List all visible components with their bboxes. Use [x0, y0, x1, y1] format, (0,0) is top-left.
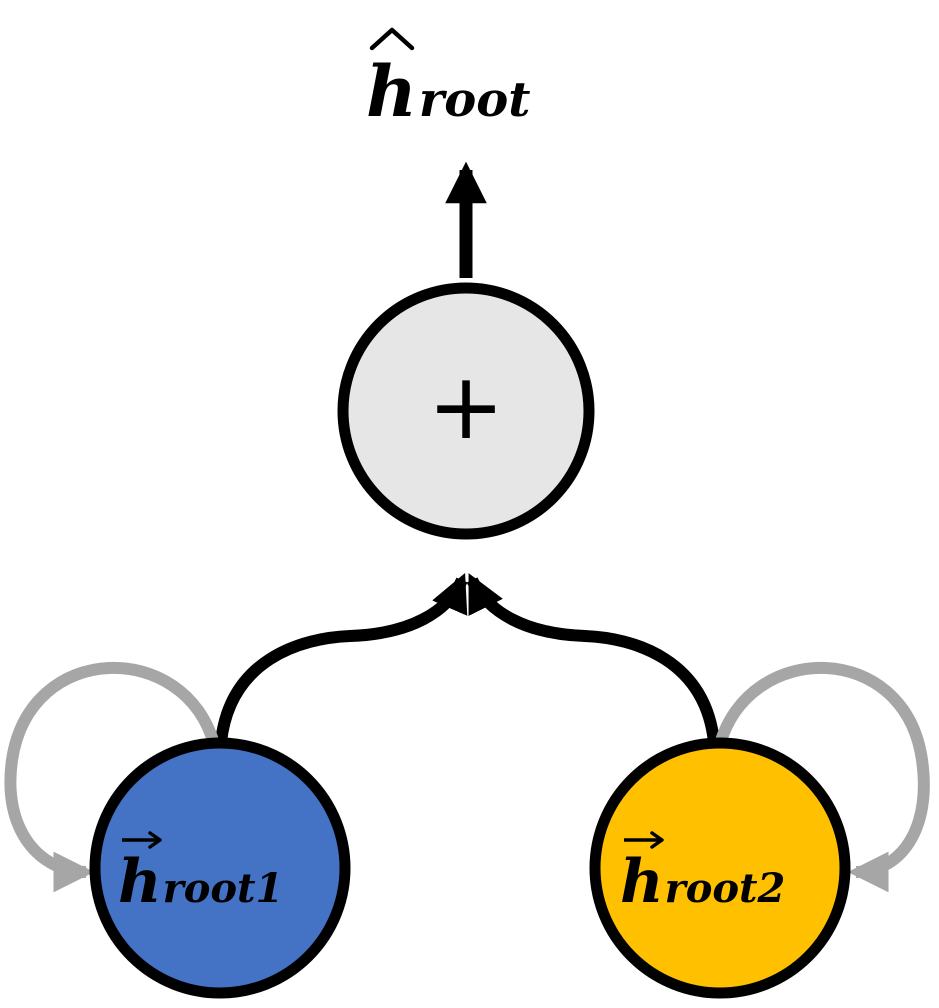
output-label-text: hroot	[366, 50, 530, 133]
right-node-label: hroot2	[620, 847, 785, 917]
left-node-circle	[89, 737, 351, 999]
self-loop-left	[4, 662, 220, 893]
sum-operator: +	[427, 353, 504, 460]
self-loop-right	[714, 662, 930, 893]
edge-right-to-sum	[466, 573, 720, 743]
hat-accent	[369, 27, 415, 51]
left-node-label: hroot1	[118, 847, 283, 917]
vector-arrowhead-left	[148, 831, 162, 849]
sum-node-circle	[337, 282, 595, 540]
right-node-circle	[589, 737, 851, 999]
edge-left-to-sum	[215, 572, 468, 743]
output-label: hroot	[366, 27, 530, 133]
sum-node: +	[337, 282, 595, 540]
right-node: hroot2	[589, 737, 851, 999]
left-node: hroot1	[89, 737, 351, 999]
vector-arrowhead-right	[650, 831, 664, 849]
